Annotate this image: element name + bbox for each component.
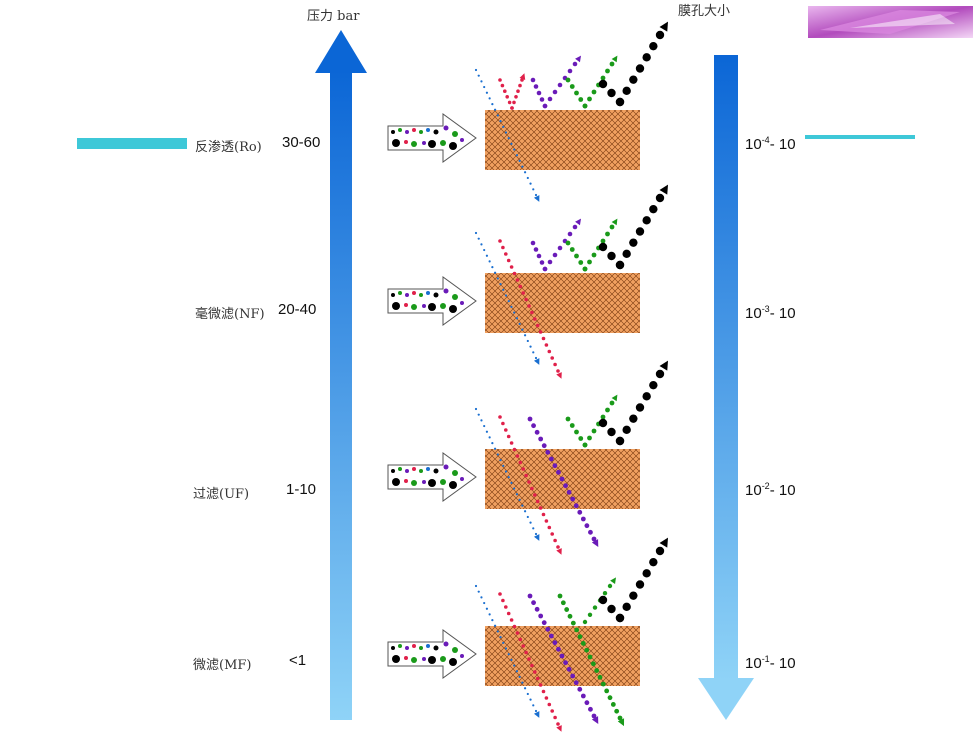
accent-bar-left [77, 138, 187, 149]
inflow-arrow-icon [387, 113, 477, 163]
stream-green-in [565, 416, 588, 448]
membrane-block [485, 110, 640, 170]
inflow-arrow-icon [387, 452, 477, 502]
stream-black-in [598, 418, 625, 446]
pore-range-uf: 10-2- 10 [745, 481, 796, 499]
stream-blue [474, 407, 540, 541]
membrane-block [485, 273, 640, 333]
stream-green-in [565, 240, 588, 272]
pressure-value-uf: 1-10 [286, 481, 317, 498]
pore-down-arrow-icon [698, 55, 754, 720]
stream-black-in [598, 242, 625, 270]
particle-streams [474, 21, 668, 732]
stream-purple [527, 593, 599, 724]
stream-black-reflect [615, 537, 668, 623]
process-name-mf: 微滤(MF) [193, 658, 252, 673]
process-name-nf: 毫微滤(NF) [195, 307, 265, 322]
stream-green [557, 593, 625, 727]
stream-blue [474, 68, 540, 202]
stream-black-reflect [615, 360, 668, 446]
stream-purple-reflect [542, 55, 581, 109]
stream-purple-reflect [542, 218, 581, 272]
stream-purple-in [530, 77, 548, 109]
stream-purple-in [530, 240, 548, 272]
stream-red-tip [499, 223, 544, 242]
pressure-value-nf: 20-40 [278, 301, 317, 318]
pore-range-mf: 10-1- 10 [745, 654, 796, 672]
pressure-value-ro: 30-60 [282, 134, 321, 151]
pink-streak-logo-icon [808, 6, 973, 38]
stream-red-reflect-b [498, 78, 515, 115]
inflow-arrow-icon [387, 276, 477, 326]
inflow-arrow-icon [387, 629, 477, 679]
stream-blue [474, 231, 540, 365]
accent-bar-right [805, 135, 915, 139]
pressure-value-mf: <1 [289, 652, 307, 669]
pore-range-ro: 10-4- 10 [745, 135, 796, 153]
inflow-arrows [387, 113, 477, 679]
pressure-axis-label: 压力 bar [307, 9, 360, 24]
stream-black-in [598, 79, 625, 107]
stream-red [498, 239, 562, 379]
stream-red [498, 415, 562, 555]
process-name-uf: 过滤(UF) [193, 487, 250, 502]
process-name-ro: 反渗透(Ro) [195, 140, 262, 155]
pressure-up-arrow-icon [315, 30, 367, 720]
stream-red [498, 592, 562, 732]
stream-red-reflect-a [510, 73, 526, 110]
pore-axis-label: 膜孔大小 [678, 4, 731, 19]
pore-range-nf: 10-3- 10 [745, 304, 796, 322]
stream-black-in [598, 595, 625, 623]
stream-purple [527, 416, 599, 547]
stream-green-in [565, 77, 588, 109]
stream-black-reflect [615, 21, 668, 107]
stream-blue [474, 584, 540, 718]
stream-black-reflect [615, 184, 668, 270]
